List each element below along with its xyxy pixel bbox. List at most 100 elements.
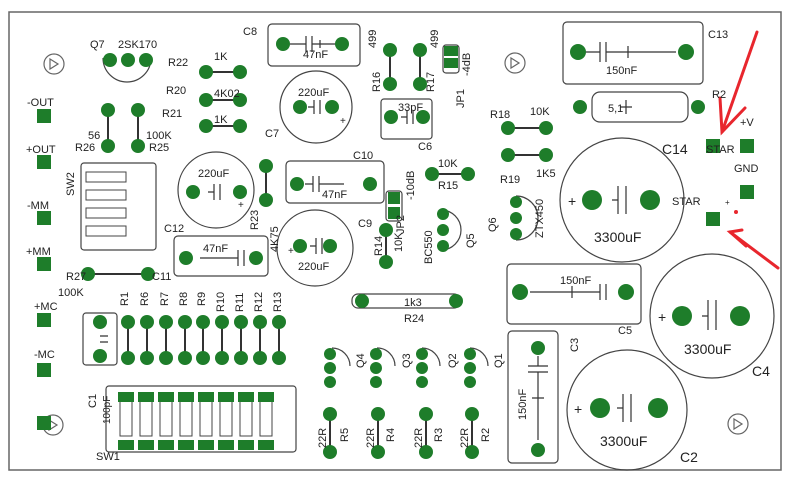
label-star-top: STAR — [706, 144, 735, 156]
label-r12: R12 — [253, 292, 265, 312]
label-c11: C11 — [152, 271, 171, 283]
label-r17-value: 499 — [429, 30, 441, 48]
pad — [131, 103, 145, 117]
label-r16-value: 499 — [367, 30, 379, 48]
pad — [444, 58, 458, 68]
pad — [272, 351, 286, 365]
pad — [131, 139, 145, 153]
pad — [437, 224, 449, 236]
label-r5-value: 5,1 — [608, 103, 623, 115]
pad — [740, 139, 754, 153]
pad — [121, 53, 135, 67]
label-c1-value: 100pF — [102, 396, 113, 424]
pad — [234, 351, 248, 365]
pad — [501, 121, 515, 135]
pad — [531, 341, 545, 355]
mounting-hole — [504, 52, 526, 74]
label-q5-value: BC550 — [423, 230, 435, 264]
pad — [258, 392, 274, 402]
pad — [196, 351, 210, 365]
label-c9: C9 — [358, 218, 372, 230]
label-r23: R23 — [249, 210, 261, 230]
pad — [199, 65, 213, 79]
pad — [215, 351, 229, 365]
pad — [141, 267, 155, 281]
pad — [253, 315, 267, 329]
label-r3-value: 22R — [413, 428, 425, 448]
pad — [293, 100, 307, 114]
svg-text:+: + — [725, 198, 730, 207]
pad — [238, 440, 254, 450]
label-c3: C3 — [569, 338, 581, 352]
pad — [640, 190, 660, 210]
pad — [140, 315, 154, 329]
pad — [138, 440, 154, 450]
label-mm-minus: -MM — [27, 200, 49, 212]
label-jp1-value: -4dB — [461, 53, 473, 76]
label-r14: R14 — [373, 236, 385, 256]
label-c4: C4 — [752, 363, 770, 379]
pad — [178, 440, 194, 450]
pad — [383, 43, 397, 57]
pad — [512, 284, 528, 300]
pad — [323, 445, 337, 459]
pad — [419, 445, 433, 459]
pad — [238, 392, 254, 402]
pad — [139, 53, 153, 67]
pad — [335, 37, 349, 51]
label-q4: Q4 — [355, 353, 367, 368]
pad — [118, 392, 134, 402]
pad — [259, 159, 273, 173]
pad — [539, 148, 553, 162]
pad — [81, 267, 95, 281]
label-plus-v: +V — [740, 117, 754, 129]
label-r26: R26 — [75, 142, 95, 154]
label-sw2: SW2 — [65, 172, 77, 196]
pad — [444, 46, 458, 56]
label-r25-value: 100K — [146, 130, 172, 142]
label-c7-value: 220uF — [298, 87, 329, 99]
svg-text:+: + — [238, 200, 244, 211]
label-r23-value: 4K75 — [269, 226, 281, 252]
pad — [233, 119, 247, 133]
label-r13: R13 — [272, 292, 284, 312]
pad — [413, 77, 427, 91]
pad — [371, 445, 385, 459]
label-mc-plus: +MC — [34, 301, 58, 313]
pad — [198, 392, 214, 402]
svg-text:+: + — [340, 116, 346, 127]
pad — [570, 44, 586, 60]
label-r19-value: 1K5 — [536, 168, 556, 180]
label-c4-value: 3300uF — [684, 341, 731, 357]
label-c12: C12 — [164, 223, 184, 235]
pad — [218, 440, 234, 450]
label-r27: R27 — [66, 271, 86, 283]
pad — [437, 208, 449, 220]
pad — [464, 348, 476, 360]
label-r24-value: 1k3 — [404, 297, 422, 309]
pad — [706, 212, 720, 226]
label-c8: C8 — [243, 26, 257, 38]
pad — [325, 100, 339, 114]
label-r2x: R2 — [712, 89, 726, 101]
label-r2: R2 — [480, 428, 492, 442]
label-mm-plus: +MM — [26, 246, 51, 258]
pad — [253, 351, 267, 365]
label-q5: Q5 — [465, 233, 477, 248]
pad — [272, 315, 286, 329]
pad — [118, 440, 134, 450]
pad — [178, 351, 192, 365]
label-r10: R10 — [215, 292, 227, 312]
label-r4: R4 — [385, 428, 397, 442]
pad — [218, 392, 234, 402]
label-c5: C5 — [618, 325, 632, 337]
label-r20-value: 4K02 — [214, 88, 240, 100]
pad — [159, 351, 173, 365]
label-c12-value: 220uF — [198, 168, 229, 180]
label-r20: R20 — [166, 85, 186, 97]
label-c8-value: 47nF — [303, 49, 328, 61]
pad — [158, 440, 174, 450]
pad — [501, 148, 515, 162]
svg-text:+: + — [288, 246, 294, 257]
pad — [37, 257, 51, 271]
